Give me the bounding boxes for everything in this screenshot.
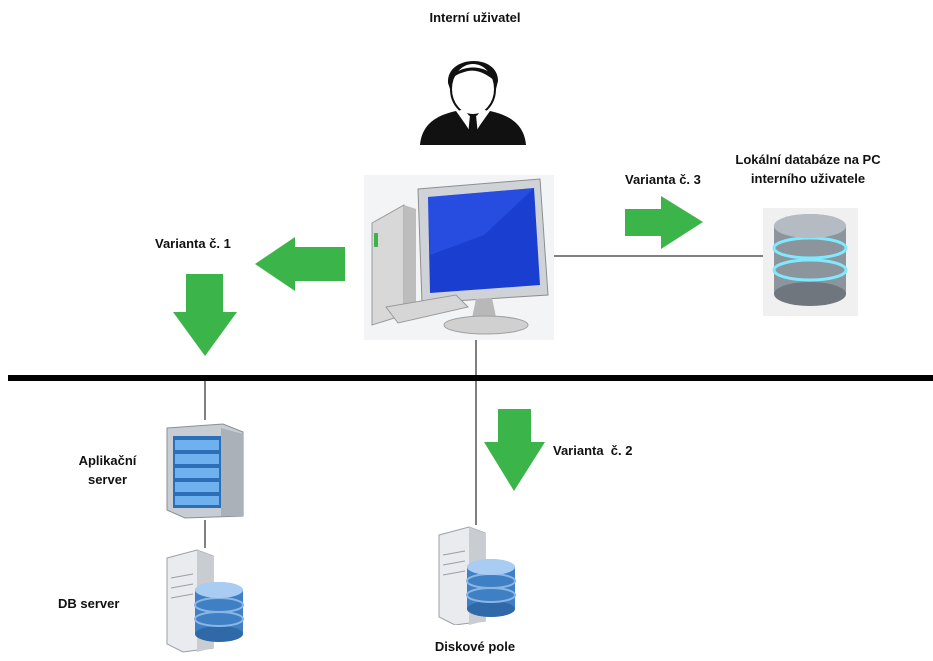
user-label: Interní uživatel: [429, 10, 521, 25]
variant1-left-arrow: [255, 237, 345, 291]
user-icon: [420, 60, 526, 145]
localdb-label-line2: interního uživatele: [750, 171, 866, 186]
appserver-label-line1: Aplikační: [78, 453, 137, 468]
rack-server-icon: [163, 420, 248, 520]
variant1-down-arrow: [173, 274, 237, 356]
variant2-label: Varianta č. 2: [553, 443, 633, 458]
variant1-label: Varianta č. 1: [155, 236, 231, 251]
disk-array-label: Diskové pole: [434, 639, 516, 654]
desktop-pc-icon: [364, 175, 554, 340]
variant2-down-arrow: [484, 409, 545, 491]
appserver-label: Aplikační server: [60, 451, 155, 489]
localdb-label: Lokální databáze na PC interního uživate…: [708, 150, 908, 188]
variant3-right-arrow: [625, 196, 703, 249]
disk-array-icon: [435, 525, 520, 626]
variant3-label: Varianta č. 3: [625, 172, 701, 187]
database-icon: [763, 208, 858, 316]
dbserver-label: DB server: [58, 596, 120, 611]
db-server-icon: [163, 548, 248, 653]
appserver-label-line2: server: [87, 472, 128, 487]
localdb-label-line1: Lokální databáze na PC: [735, 152, 881, 167]
